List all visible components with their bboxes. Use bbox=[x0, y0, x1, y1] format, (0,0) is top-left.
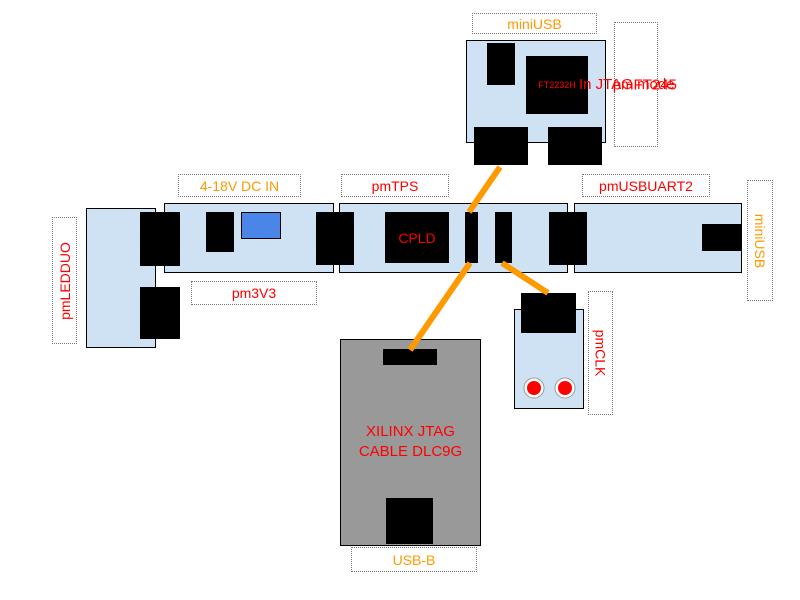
dc-in-label: 4-18V DC IN bbox=[178, 174, 301, 197]
pmclk-connector bbox=[521, 293, 576, 333]
ft2232h-chip bbox=[526, 56, 588, 114]
cpld-chip bbox=[385, 212, 449, 263]
usbuart-miniusb-port bbox=[702, 224, 742, 251]
xilinx-jtag-connector bbox=[383, 349, 437, 365]
pmtps-right-connector bbox=[549, 212, 587, 265]
wire-ft245-to-jtag bbox=[466, 165, 503, 214]
dc-in-jack bbox=[206, 212, 234, 252]
clk-header bbox=[495, 212, 512, 263]
pm3v3-right-connector bbox=[316, 212, 354, 265]
pmledduo-connector bbox=[140, 212, 180, 266]
wire-clk-to-pmclk bbox=[500, 260, 550, 296]
xilinx-cable-label-line1: XILINX JTAG bbox=[366, 423, 455, 440]
pmledduo-label-text: pmLEDDUO bbox=[56, 241, 73, 320]
wire-jtag-to-xilinx bbox=[407, 261, 473, 352]
pmledduo-label: pmLEDDUO bbox=[52, 217, 77, 344]
pmusbuart2-label: pmUSBUART2 bbox=[582, 174, 710, 197]
led-1-dot bbox=[527, 381, 541, 395]
pm3v3-label: pm3V3 bbox=[191, 281, 317, 305]
miniusb-right-label: miniUSB bbox=[747, 180, 773, 301]
miniusb-right-label-text: miniUSB bbox=[752, 213, 768, 268]
pmft245-label-line2: In JTAG mode bbox=[579, 75, 675, 93]
pmclk-label-text: pmCLK bbox=[592, 329, 609, 377]
pmtps-label: pmTPS bbox=[341, 174, 449, 197]
regulator-component bbox=[241, 212, 281, 239]
xilinx-cable-label: XILINX JTAG CABLE DLC9G bbox=[340, 420, 481, 464]
led-2-dot bbox=[558, 381, 572, 395]
jtag-header bbox=[465, 212, 478, 263]
ft245-pmod-connector-right bbox=[548, 127, 602, 165]
ft2232h-label: FT2232H bbox=[538, 80, 576, 90]
pmft245-label: pmFT245 In JTAG mode bbox=[579, 22, 677, 147]
ft245-small-connector bbox=[487, 43, 515, 85]
ft245-pmod-connector-left bbox=[474, 127, 528, 165]
usb-b-port bbox=[386, 498, 433, 544]
pmtps-board bbox=[339, 203, 568, 273]
cpld-label: CPLD bbox=[398, 229, 436, 246]
pm3v3-connector bbox=[140, 287, 180, 339]
miniusb-top-label: miniUSB bbox=[472, 13, 597, 34]
pmclk-label: pmCLK bbox=[588, 291, 613, 415]
xilinx-jtag-cable bbox=[340, 339, 481, 546]
xilinx-cable-label-line2: CABLE DLC9G bbox=[358, 443, 463, 460]
usb-b-label: USB-B bbox=[351, 547, 477, 572]
